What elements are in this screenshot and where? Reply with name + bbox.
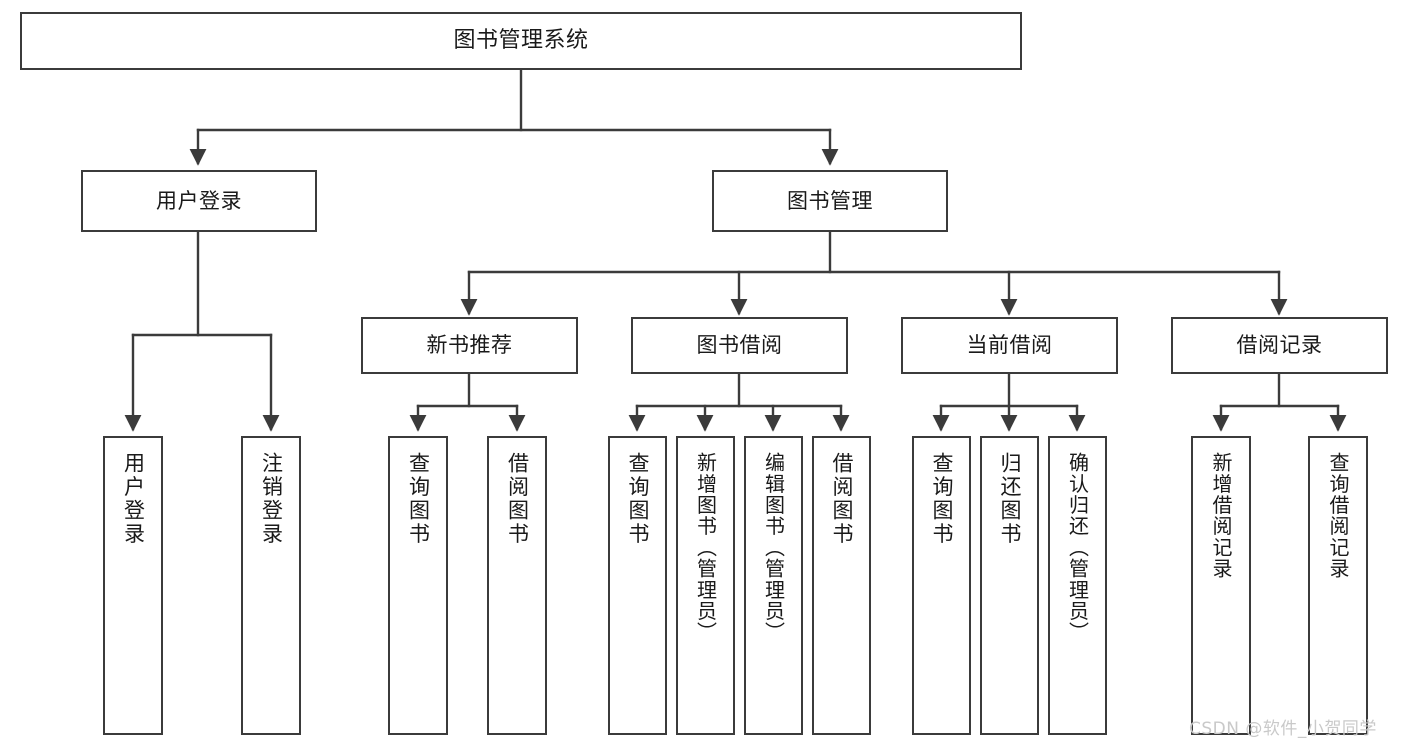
node-leaf-newbook-query-book-label: 查询图书 (406, 452, 431, 546)
node-leaf-newbook-borrow-book-label: 借阅图书 (505, 452, 530, 546)
node-leaf-return-book-label: 归还图书 (998, 452, 1022, 546)
node-book-management[interactable]: 图书管理 (712, 170, 948, 232)
node-leaf-borrow-book[interactable]: 借阅图书 (812, 436, 871, 735)
node-user-login[interactable]: 用户登录 (81, 170, 317, 232)
node-leaf-edit-book-admin[interactable]: 编辑图书（管理员） (744, 436, 803, 735)
node-leaf-confirm-return-admin[interactable]: 确认归还（管理员） (1048, 436, 1107, 735)
node-leaf-add-book-admin-label: 新增图书（管理员） (693, 452, 718, 643)
node-new-book-recommend-label: 新书推荐 (426, 333, 513, 358)
node-book-management-label: 图书管理 (787, 188, 873, 213)
node-leaf-query-borrow-record-label: 查询借阅记录 (1326, 452, 1350, 580)
node-book-borrow[interactable]: 图书借阅 (631, 317, 848, 374)
node-leaf-user-login[interactable]: 用户登录 (103, 436, 163, 735)
node-root-system[interactable]: 图书管理系统 (20, 12, 1022, 70)
csdn-watermark: CSDN @软件_小贺同学 (1189, 719, 1377, 739)
node-leaf-newbook-query-book[interactable]: 查询图书 (388, 436, 448, 735)
node-leaf-add-borrow-record[interactable]: 新增借阅记录 (1191, 436, 1251, 735)
node-leaf-confirm-return-admin-label: 确认归还（管理员） (1065, 452, 1090, 643)
node-leaf-borrow-query-book-label: 查询图书 (626, 452, 650, 546)
node-leaf-return-book[interactable]: 归还图书 (980, 436, 1039, 735)
node-leaf-logout-label: 注销登录 (259, 452, 284, 546)
node-root-system-label: 图书管理系统 (453, 28, 589, 54)
node-leaf-borrow-query-book[interactable]: 查询图书 (608, 436, 667, 735)
node-borrow-record[interactable]: 借阅记录 (1171, 317, 1388, 374)
node-leaf-add-borrow-record-label: 新增借阅记录 (1209, 452, 1233, 580)
node-leaf-current-query-book[interactable]: 查询图书 (912, 436, 971, 735)
node-book-borrow-label: 图书借阅 (696, 333, 783, 358)
node-leaf-add-book-admin[interactable]: 新增图书（管理员） (676, 436, 735, 735)
node-leaf-edit-book-admin-label: 编辑图书（管理员） (761, 452, 786, 643)
node-leaf-borrow-book-label: 借阅图书 (830, 452, 854, 546)
node-leaf-current-query-book-label: 查询图书 (930, 452, 954, 546)
node-leaf-query-borrow-record[interactable]: 查询借阅记录 (1308, 436, 1368, 735)
node-borrow-record-label: 借阅记录 (1236, 333, 1323, 358)
node-current-borrow-label: 当前借阅 (966, 333, 1053, 358)
node-leaf-newbook-borrow-book[interactable]: 借阅图书 (487, 436, 547, 735)
node-current-borrow[interactable]: 当前借阅 (901, 317, 1118, 374)
node-user-login-label: 用户登录 (156, 188, 242, 213)
node-new-book-recommend[interactable]: 新书推荐 (361, 317, 578, 374)
node-leaf-logout[interactable]: 注销登录 (241, 436, 301, 735)
node-leaf-user-login-label: 用户登录 (121, 452, 146, 546)
